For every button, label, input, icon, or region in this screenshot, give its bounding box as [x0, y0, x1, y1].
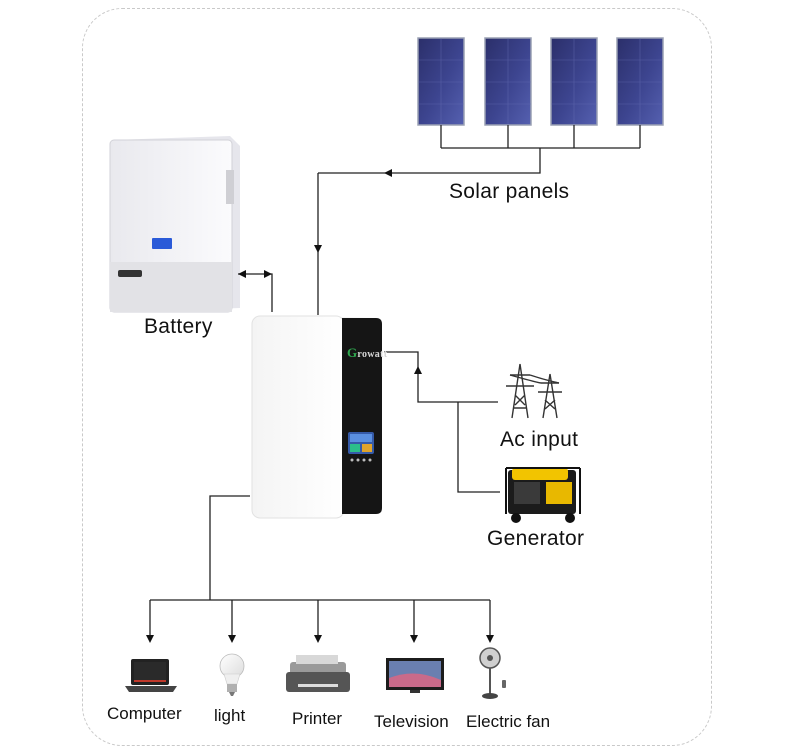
light-bulb-icon — [219, 653, 245, 696]
diagram-frame — [82, 8, 712, 746]
inverter — [251, 315, 382, 519]
load-label-electric-fan: Electric fan — [466, 712, 551, 731]
generator-icon — [505, 467, 581, 523]
load-label-printer: Printer — [292, 709, 343, 728]
laptop-icon — [125, 659, 177, 692]
printer-icon — [286, 655, 350, 692]
ac-input-label: Ac input — [500, 428, 579, 451]
solar-panels-label: Solar panels — [449, 180, 570, 203]
load-label-computer: Computer — [107, 704, 182, 723]
battery-unit — [109, 136, 240, 313]
television-icon — [386, 658, 444, 693]
battery-label: Battery — [144, 315, 213, 338]
solar-panels — [417, 37, 664, 126]
electric-fan-icon — [479, 647, 506, 699]
generator-label: Generator — [487, 527, 585, 550]
load-label-light: light — [214, 706, 246, 725]
battery-display — [152, 238, 172, 249]
inverter-brand-logo: Growatt — [347, 345, 388, 360]
power-tower-icon — [506, 363, 562, 419]
load-label-television: Television — [374, 712, 449, 731]
